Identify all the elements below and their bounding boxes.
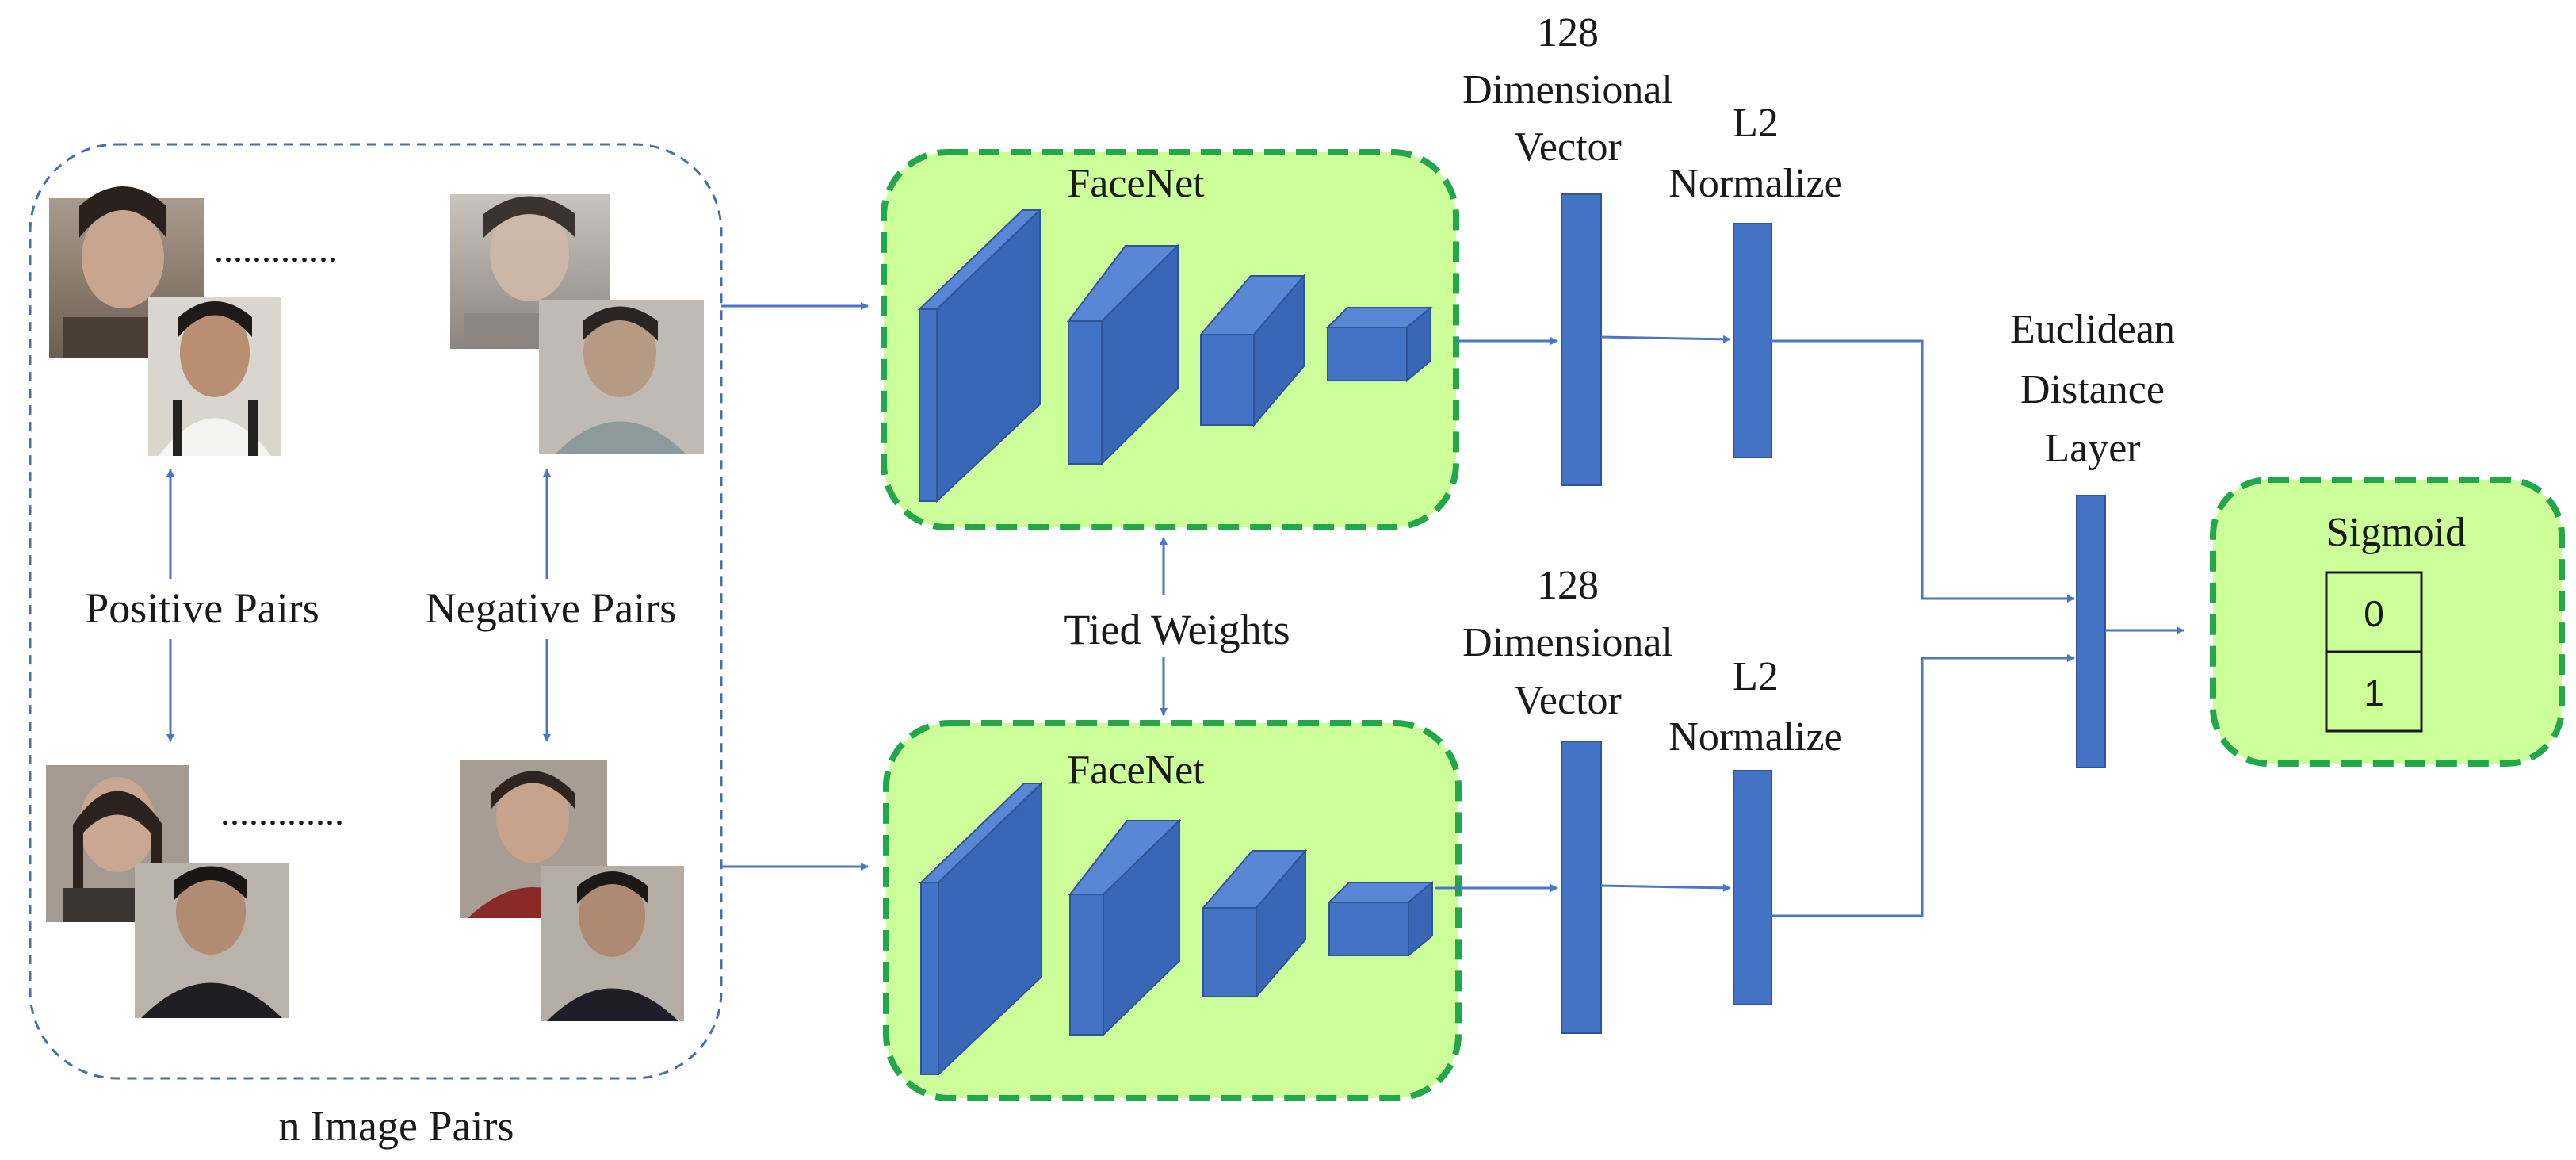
normalize-top-label-line2: Normalize (1668, 161, 1842, 206)
face-photo (460, 760, 607, 918)
face-photo (148, 297, 281, 456)
positive-pairs-label: Positive Pairs (85, 584, 319, 632)
sigmoid-value-1: 1 (2364, 672, 2384, 714)
conv-layer-4 (1327, 880, 1435, 958)
conv-layer-2 (1066, 243, 1180, 466)
distance-layer-label-line2: Distance (2020, 367, 2165, 412)
facenet-bottom-title: FaceNet (1067, 748, 1205, 793)
positive-pair-top-photos (49, 186, 281, 456)
connector-bottom-to-distance (1771, 654, 2075, 917)
embedding-top-label-line2: Dimensional (1462, 67, 1673, 113)
tied-weights-label: Tied Weights (1064, 606, 1290, 653)
arrow-vector-to-normalize-bottom (1600, 883, 1731, 892)
input-image-pairs-group: ............. Positive Pairs Negative Pa… (29, 143, 723, 1150)
euclidean-distance-layer (2076, 495, 2106, 768)
positive-pair-bottom-photos (46, 765, 289, 1018)
conv-layer-1 (917, 208, 1042, 503)
embedding-bottom-label: 128 Dimensional Vector (1462, 563, 1673, 723)
embedding-top-label-line1: 128 (1537, 10, 1599, 56)
l2-normalize-top (1733, 223, 1772, 458)
sigmoid-box (2210, 477, 2565, 767)
distance-layer-label-line1: Euclidean (2010, 307, 2175, 352)
conv-layer-3 (1198, 274, 1306, 427)
face-photo (541, 866, 684, 1021)
negative-pair-top-photos (450, 194, 704, 454)
conv-layer-4 (1325, 305, 1433, 383)
distance-layer-label: Euclidean Distance Layer (2010, 307, 2175, 471)
input-pairs-dashed-border (29, 143, 723, 1080)
ellipsis-top: ............. (214, 228, 338, 270)
n-image-pairs-caption: n Image Pairs (279, 1102, 514, 1150)
normalize-bottom-label-line1: L2 (1733, 654, 1779, 699)
sigmoid-value-0: 0 (2364, 593, 2384, 634)
facenet-top-title: FaceNet (1067, 161, 1205, 206)
normalize-bottom-label: L2 Normalize (1668, 654, 1842, 760)
negative-pair-bottom-photos (460, 760, 684, 1021)
sigmoid-title: Sigmoid (2326, 510, 2466, 555)
embedding-top-label: 128 Dimensional Vector (1462, 10, 1673, 170)
sigmoid-cell-1 (2325, 650, 2423, 733)
conv-layer-3 (1201, 848, 1308, 999)
facenet-top: FaceNet (881, 149, 1459, 530)
facenet-bottom: FaceNet (883, 720, 1462, 1101)
normalize-top-label: L2 Normalize (1668, 101, 1842, 206)
sigmoid-output: Sigmoid 0 1 (2210, 477, 2565, 767)
embedding-bottom-label-line2: Dimensional (1462, 620, 1673, 665)
embedding-bottom-label-line3: Vector (1514, 678, 1622, 723)
distance-layer-label-line3: Layer (2044, 426, 2140, 471)
face-photo (135, 863, 289, 1018)
embedding-top-label-line3: Vector (1514, 124, 1622, 170)
face-photo (539, 300, 704, 454)
embedding-vector-bottom (1561, 741, 1602, 1034)
negative-pairs-label: Negative Pairs (426, 584, 676, 632)
arrow-vector-to-normalize-top (1600, 335, 1731, 343)
connector-top-to-distance (1771, 339, 2075, 603)
embedding-vector-top (1561, 193, 1602, 486)
normalize-top-label-line1: L2 (1733, 101, 1779, 146)
ellipsis-bottom: ............. (220, 791, 344, 833)
conv-layer-1 (919, 781, 1044, 1077)
normalize-bottom-label-line2: Normalize (1668, 714, 1842, 760)
conv-layer-2 (1068, 818, 1182, 1037)
l2-normalize-bottom (1733, 770, 1772, 1005)
embedding-bottom-label-line1: 128 (1537, 563, 1599, 608)
